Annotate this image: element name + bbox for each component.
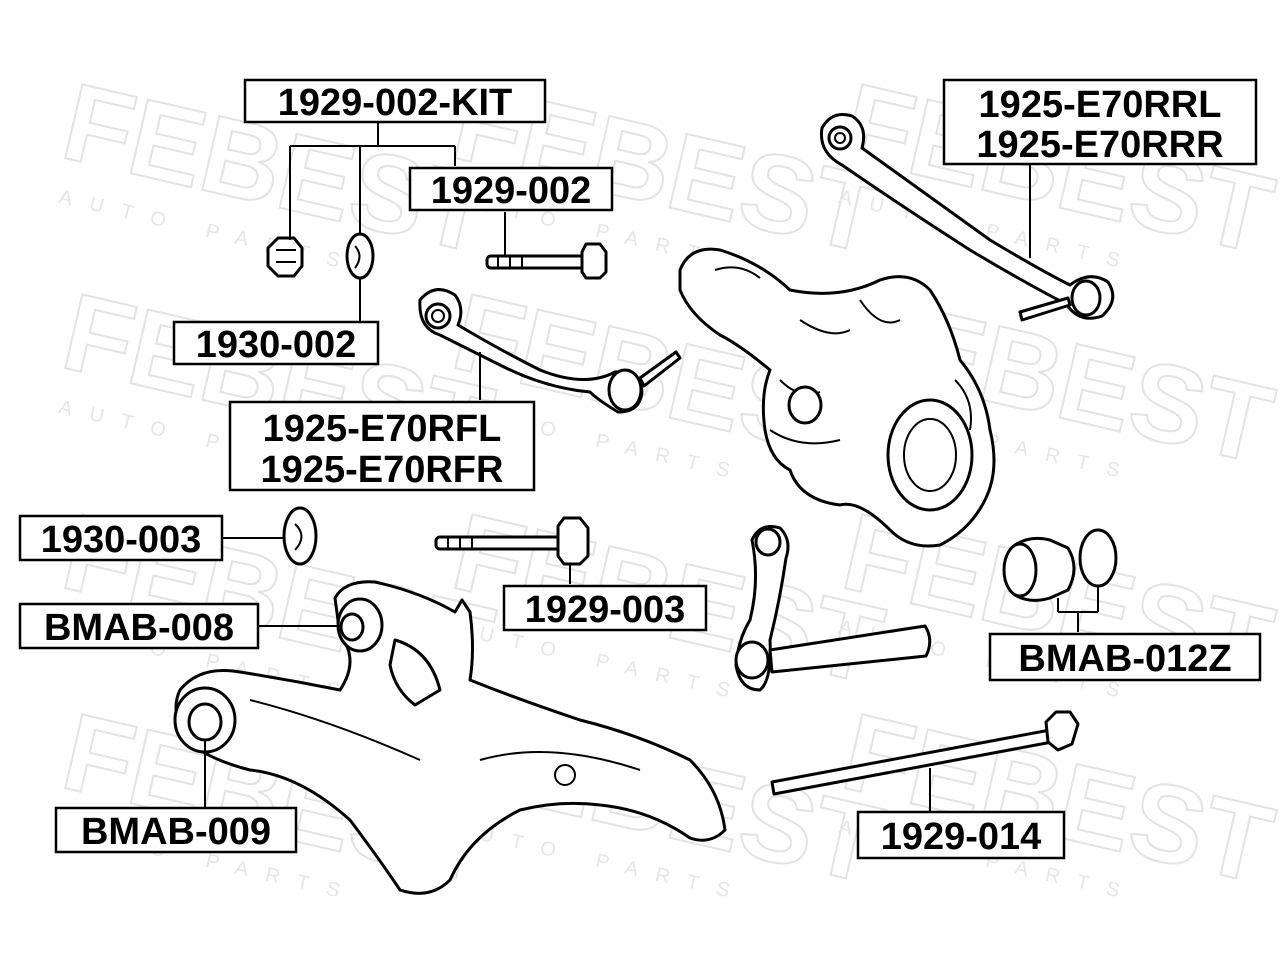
label-1930-002: 1930-002 (172, 320, 380, 366)
label-text: 1930-003 (41, 519, 202, 561)
lower-arm-part (173, 580, 727, 895)
bolt-1929-003-part (434, 516, 590, 566)
leader-lines (204, 122, 1099, 812)
eccentric-washer-003-part (282, 506, 318, 566)
label-1929-002-kit: 1929-002-KIT (243, 78, 547, 124)
bolt-1929-014-part (770, 710, 1080, 796)
label-text: 1929-002 (431, 170, 592, 212)
label-text: 1929-002-KIT (278, 82, 512, 124)
label-1929-003: 1929-003 (502, 584, 708, 632)
eccentric-washer-part (345, 232, 375, 280)
label-text: BMAB-009 (81, 811, 271, 853)
hex-nut-part (266, 236, 304, 278)
label-text: 1929-003 (525, 589, 686, 631)
label-bmab-012z: BMAB-012Z (988, 632, 1262, 682)
label-text: 1925-E70RFL (263, 408, 502, 450)
wheel-carrier-part (678, 247, 996, 548)
label-1925-e70rf: 1925-E70RFL 1925-E70RFR (228, 400, 536, 492)
bolt-1929-002-part (485, 242, 608, 280)
label-text: 1925-E70RRR (976, 124, 1223, 166)
label-text: BMAB-008 (44, 607, 234, 649)
toe-link-part (734, 525, 932, 692)
label-bmab-008: BMAB-008 (18, 602, 260, 650)
label-1930-003: 1930-003 (18, 514, 224, 562)
label-text: 1925-E70RFR (261, 449, 504, 491)
bushing-012z-part (1002, 528, 1118, 602)
label-text: BMAB-012Z (1018, 638, 1231, 680)
label-text: 1929-014 (881, 816, 1042, 858)
label-1925-e70rr: 1925-E70RRL 1925-E70RRR (942, 78, 1258, 166)
label-text: 1930-002 (196, 324, 357, 366)
rear-arm-part (819, 113, 1115, 322)
label-text: 1925-E70RRL (979, 84, 1222, 126)
label-1929-002: 1929-002 (408, 166, 614, 212)
label-1929-014: 1929-014 (856, 810, 1066, 860)
label-bmab-009: BMAB-009 (54, 806, 298, 854)
